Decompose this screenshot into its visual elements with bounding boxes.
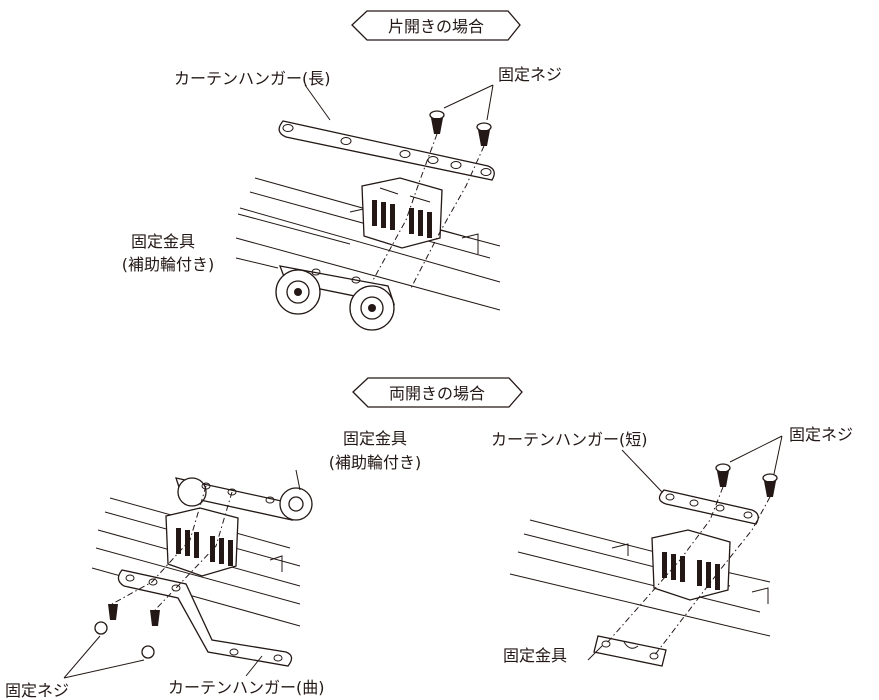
bracket-label-line2: (補助輪付き) (122, 255, 215, 274)
runner-block (651, 529, 731, 601)
screw-icon (715, 463, 731, 487)
assembly-line (371, 133, 438, 283)
hanger-long-label: カーテンハンガー(長) (174, 69, 331, 88)
bottom-right-bracket-label: 固定金具 (503, 646, 567, 665)
leader-line (587, 645, 603, 661)
leader-line (63, 635, 145, 679)
bottom-title: 両開きの場合 (389, 384, 485, 403)
bottom-left-bracket-label-line1: 固定金具 (343, 429, 407, 448)
bottom-right-screw-label: 固定ネジ (789, 425, 853, 444)
bracket-with-wheels (275, 265, 395, 331)
top-title-badge: 片開きの場合 (351, 10, 521, 41)
leader-line (295, 469, 301, 491)
screw-icon (141, 610, 160, 659)
runner-block (361, 177, 443, 249)
bracket-label-line1: 固定金具 (131, 232, 195, 251)
hanger-long (278, 120, 495, 181)
leader-line (443, 84, 494, 121)
assembly-line (154, 491, 233, 611)
hanger-short-label: カーテンハンガー(短) (491, 430, 648, 449)
hanger-short (658, 489, 759, 525)
screw-label: 固定ネジ (498, 65, 562, 84)
screw-icon (476, 122, 492, 146)
runner-block (165, 507, 239, 577)
bottom-left-screw-label: 固定ネジ (5, 681, 69, 700)
assembly-line (409, 145, 485, 291)
leader-line (304, 84, 331, 121)
leader-line (245, 655, 263, 677)
screw-icon (94, 604, 118, 635)
assembly-line (653, 496, 771, 657)
bottom-title-badge: 両開きの場合 (352, 377, 523, 408)
bracket-plain (593, 635, 667, 667)
leader-line (621, 449, 663, 493)
top-title: 片開きの場合 (388, 17, 484, 36)
leader-line (235, 257, 279, 269)
hanger-bent-label: カーテンハンガー(曲) (168, 678, 325, 697)
screw-icon (429, 110, 445, 134)
assembly-line (111, 485, 207, 605)
leader-line (729, 435, 783, 475)
assembly-line (605, 486, 724, 645)
screw-icon (762, 473, 778, 497)
bottom-right-rail (509, 519, 771, 637)
hanger-bent (117, 569, 293, 667)
bottom-left-bracket-label-line2: (補助輪付き) (329, 453, 422, 472)
